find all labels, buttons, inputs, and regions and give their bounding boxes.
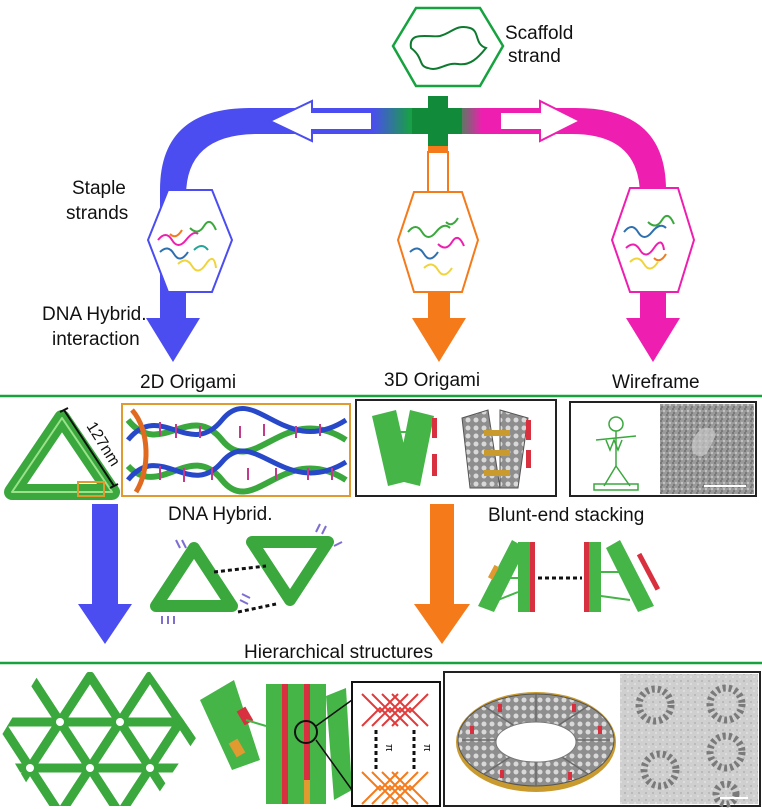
magenta-down-arrow (626, 318, 680, 362)
scaffold-hexagon (391, 6, 505, 88)
orange-mid-arrow (414, 504, 470, 644)
stacked-origami-zoom (200, 680, 441, 807)
triangle-2d-origami (4, 407, 120, 500)
orange-stub (428, 146, 448, 152)
linked-triangles (150, 523, 343, 624)
orange-band (428, 292, 450, 318)
label-blunt-end-stacking: Blunt-end stacking (488, 505, 644, 526)
blue-mid-arrow (78, 504, 132, 644)
double-helix-panel (121, 403, 351, 497)
label-3d-origami: 3D Origami (384, 370, 480, 391)
ring-structure-panel (443, 671, 761, 808)
wireframe-panel (569, 401, 757, 497)
right-hollow-arrow (499, 99, 583, 143)
blue-green-gradient-segment (372, 108, 412, 134)
staple-hexagon-magenta (610, 187, 696, 293)
label-wireframe: Wireframe (612, 372, 700, 393)
label-hierarchical-structures: Hierarchical structures (244, 642, 433, 663)
magenta-curved-band (470, 108, 666, 318)
left-hollow-arrow (267, 99, 373, 143)
staple-hexagon-blue (146, 189, 234, 293)
staple-label-line1: Staple (72, 178, 126, 199)
blunt-end-pair (478, 540, 661, 612)
pi-left: π (383, 744, 395, 752)
dna-hybrid-label-line1: DNA Hybrid. (42, 304, 147, 325)
staple-label-line2: strands (66, 203, 128, 224)
label-2d-origami: 2D Origami (140, 372, 236, 393)
origami-3d-panel (355, 399, 557, 497)
orange-down-arrow (412, 318, 466, 362)
pi-right: π (421, 744, 433, 752)
triangle-lattice (0, 672, 196, 806)
scaffold-label-line1: Scaffold (505, 23, 573, 44)
blue-down-arrow (146, 318, 200, 362)
label-dna-hybrid: DNA Hybrid. (168, 504, 273, 525)
staple-hexagon-orange (396, 191, 480, 293)
scaffold-label-line2: strand (508, 46, 561, 67)
dna-hybrid-label-line2: interaction (52, 329, 140, 350)
scaffold-cross (412, 96, 462, 146)
